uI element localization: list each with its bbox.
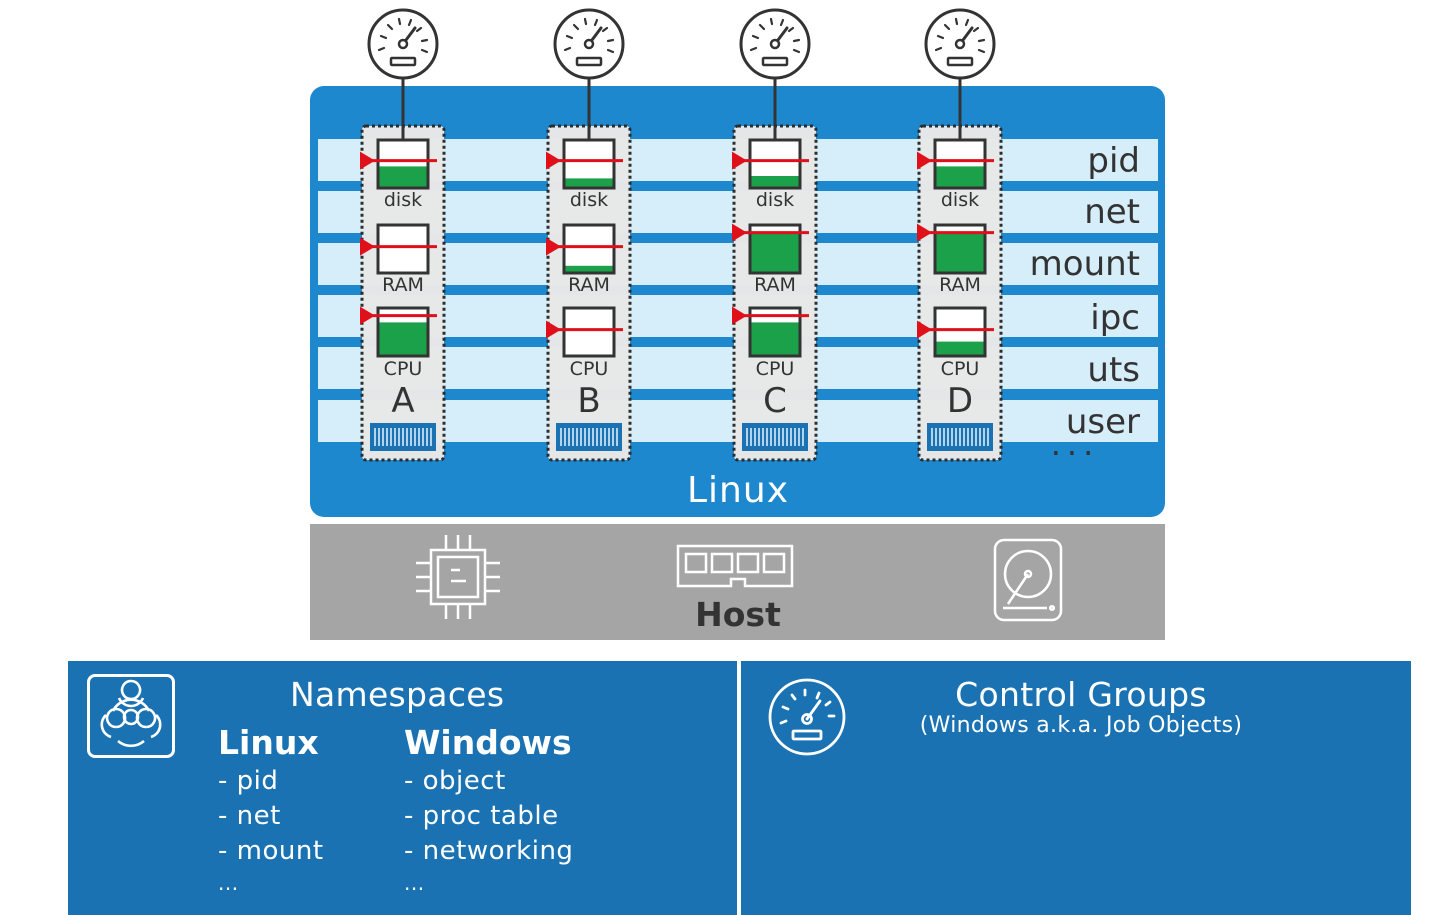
memory-module-icon — [676, 544, 794, 588]
hard-disk-icon — [993, 538, 1063, 622]
namespace-label-pid: pid — [1087, 141, 1140, 181]
resource-cpu: CPU — [360, 306, 437, 380]
limit-arrow-icon — [546, 237, 561, 256]
resource-label-cpu: CPU — [941, 358, 980, 380]
usage-fill — [751, 176, 799, 187]
gauge-icon — [367, 8, 439, 80]
limit-arrow-icon — [732, 223, 747, 242]
namespaces-panel: Namespaces Linux - pid - net - mount ...… — [68, 661, 737, 915]
resource-disk: disk — [732, 138, 809, 211]
cpu-chip-icon — [416, 535, 500, 619]
biohazard-icon — [87, 674, 175, 758]
namespaces-title: Namespaces — [290, 675, 505, 714]
windows-namespace-item: - object — [404, 766, 506, 796]
linux-namespace-more: ... — [218, 871, 239, 895]
linux-namespaces-column: Linux - pid - net - mount ... — [218, 723, 324, 897]
container-id-label: B — [577, 381, 600, 421]
usage-fill — [379, 322, 427, 355]
container-image-icon — [742, 423, 808, 451]
resource-cpu: CPU — [732, 306, 809, 380]
limit-arrow-icon — [360, 237, 375, 256]
resource-cpu: CPU — [546, 306, 623, 380]
limit-arrow-icon — [360, 306, 375, 325]
linux-kernel-label: Linux — [687, 470, 789, 511]
linux-namespace-item: - pid — [218, 766, 279, 796]
resource-label-cpu: CPU — [384, 358, 423, 380]
resource-label-cpu: CPU — [570, 358, 609, 380]
host-label: Host — [695, 595, 781, 634]
containers: diskRAMCPUAdiskRAMCPUBdiskRAMCPUCdiskRAM… — [360, 8, 1003, 462]
usage-fill — [751, 322, 799, 355]
resource-label-ram: RAM — [939, 274, 981, 296]
usage-fill — [751, 232, 799, 272]
windows-namespace-item: - networking — [404, 836, 574, 866]
usage-fill — [936, 232, 984, 272]
resource-label-disk: disk — [941, 189, 979, 211]
namespace-label-mount: mount — [1030, 244, 1140, 284]
gauge-icon — [553, 8, 625, 80]
container-image-icon — [927, 423, 993, 451]
resource-ram: RAM — [360, 223, 437, 296]
linux-namespace-item: - mount — [218, 836, 324, 866]
windows-namespaces-column: Windows - object - proc table - networki… — [404, 723, 573, 897]
resource-cpu: CPU — [917, 306, 994, 380]
resource-ram: RAM — [732, 223, 809, 296]
limit-arrow-icon — [917, 223, 932, 242]
container-id-label: C — [763, 381, 787, 421]
container-id-label: A — [391, 381, 414, 421]
resource-label-cpu: CPU — [756, 358, 795, 380]
container-image-icon — [370, 423, 436, 451]
resource-label-disk: disk — [756, 189, 794, 211]
container-image-icon — [556, 423, 622, 451]
resource-disk: disk — [360, 138, 437, 211]
usage-fill — [936, 341, 984, 355]
gauge-icon — [768, 678, 846, 756]
control-groups-subtitle: (Windows a.k.a. Job Objects) — [919, 713, 1243, 738]
gauge-icon — [924, 8, 996, 80]
resource-ram: RAM — [917, 223, 994, 296]
control-groups-title: Control Groups — [955, 675, 1207, 714]
usage-fill — [565, 265, 613, 272]
namespace-label-ipc: ipc — [1090, 298, 1140, 338]
limit-arrow-icon — [546, 151, 561, 170]
resource-disk: disk — [917, 138, 994, 211]
panel-divider — [737, 661, 741, 915]
linux-namespace-item: - net — [218, 801, 281, 831]
usage-fill — [379, 166, 427, 187]
limit-arrow-icon — [917, 320, 932, 339]
container-id-label: D — [947, 381, 973, 421]
resource-label-ram: RAM — [382, 274, 424, 296]
resource-ram: RAM — [546, 223, 623, 296]
usage-fill — [936, 166, 984, 187]
limit-arrow-icon — [732, 306, 747, 325]
limit-arrow-icon — [917, 151, 932, 170]
limit-arrow-icon — [546, 320, 561, 339]
namespace-label-uts: uts — [1087, 350, 1140, 390]
resource-disk: disk — [546, 138, 623, 211]
usage-fill — [565, 178, 613, 187]
namespace-label-net: net — [1084, 192, 1140, 232]
windows-heading: Windows — [404, 723, 572, 762]
resource-label-ram: RAM — [568, 274, 610, 296]
resource-label-disk: disk — [570, 189, 608, 211]
resource-label-disk: disk — [384, 189, 422, 211]
namespace-label-user: user — [1066, 402, 1140, 442]
resource-label-ram: RAM — [754, 274, 796, 296]
limit-arrow-icon — [732, 151, 747, 170]
namespace-ellipsis: ... — [1051, 425, 1100, 463]
limit-arrow-icon — [360, 151, 375, 170]
windows-namespace-item: - proc table — [404, 801, 559, 831]
windows-namespace-more: ... — [404, 871, 425, 895]
gauge-icon — [739, 8, 811, 80]
linux-heading: Linux — [218, 723, 319, 762]
control-groups-panel: Control Groups (Windows a.k.a. Job Objec… — [741, 661, 1411, 915]
